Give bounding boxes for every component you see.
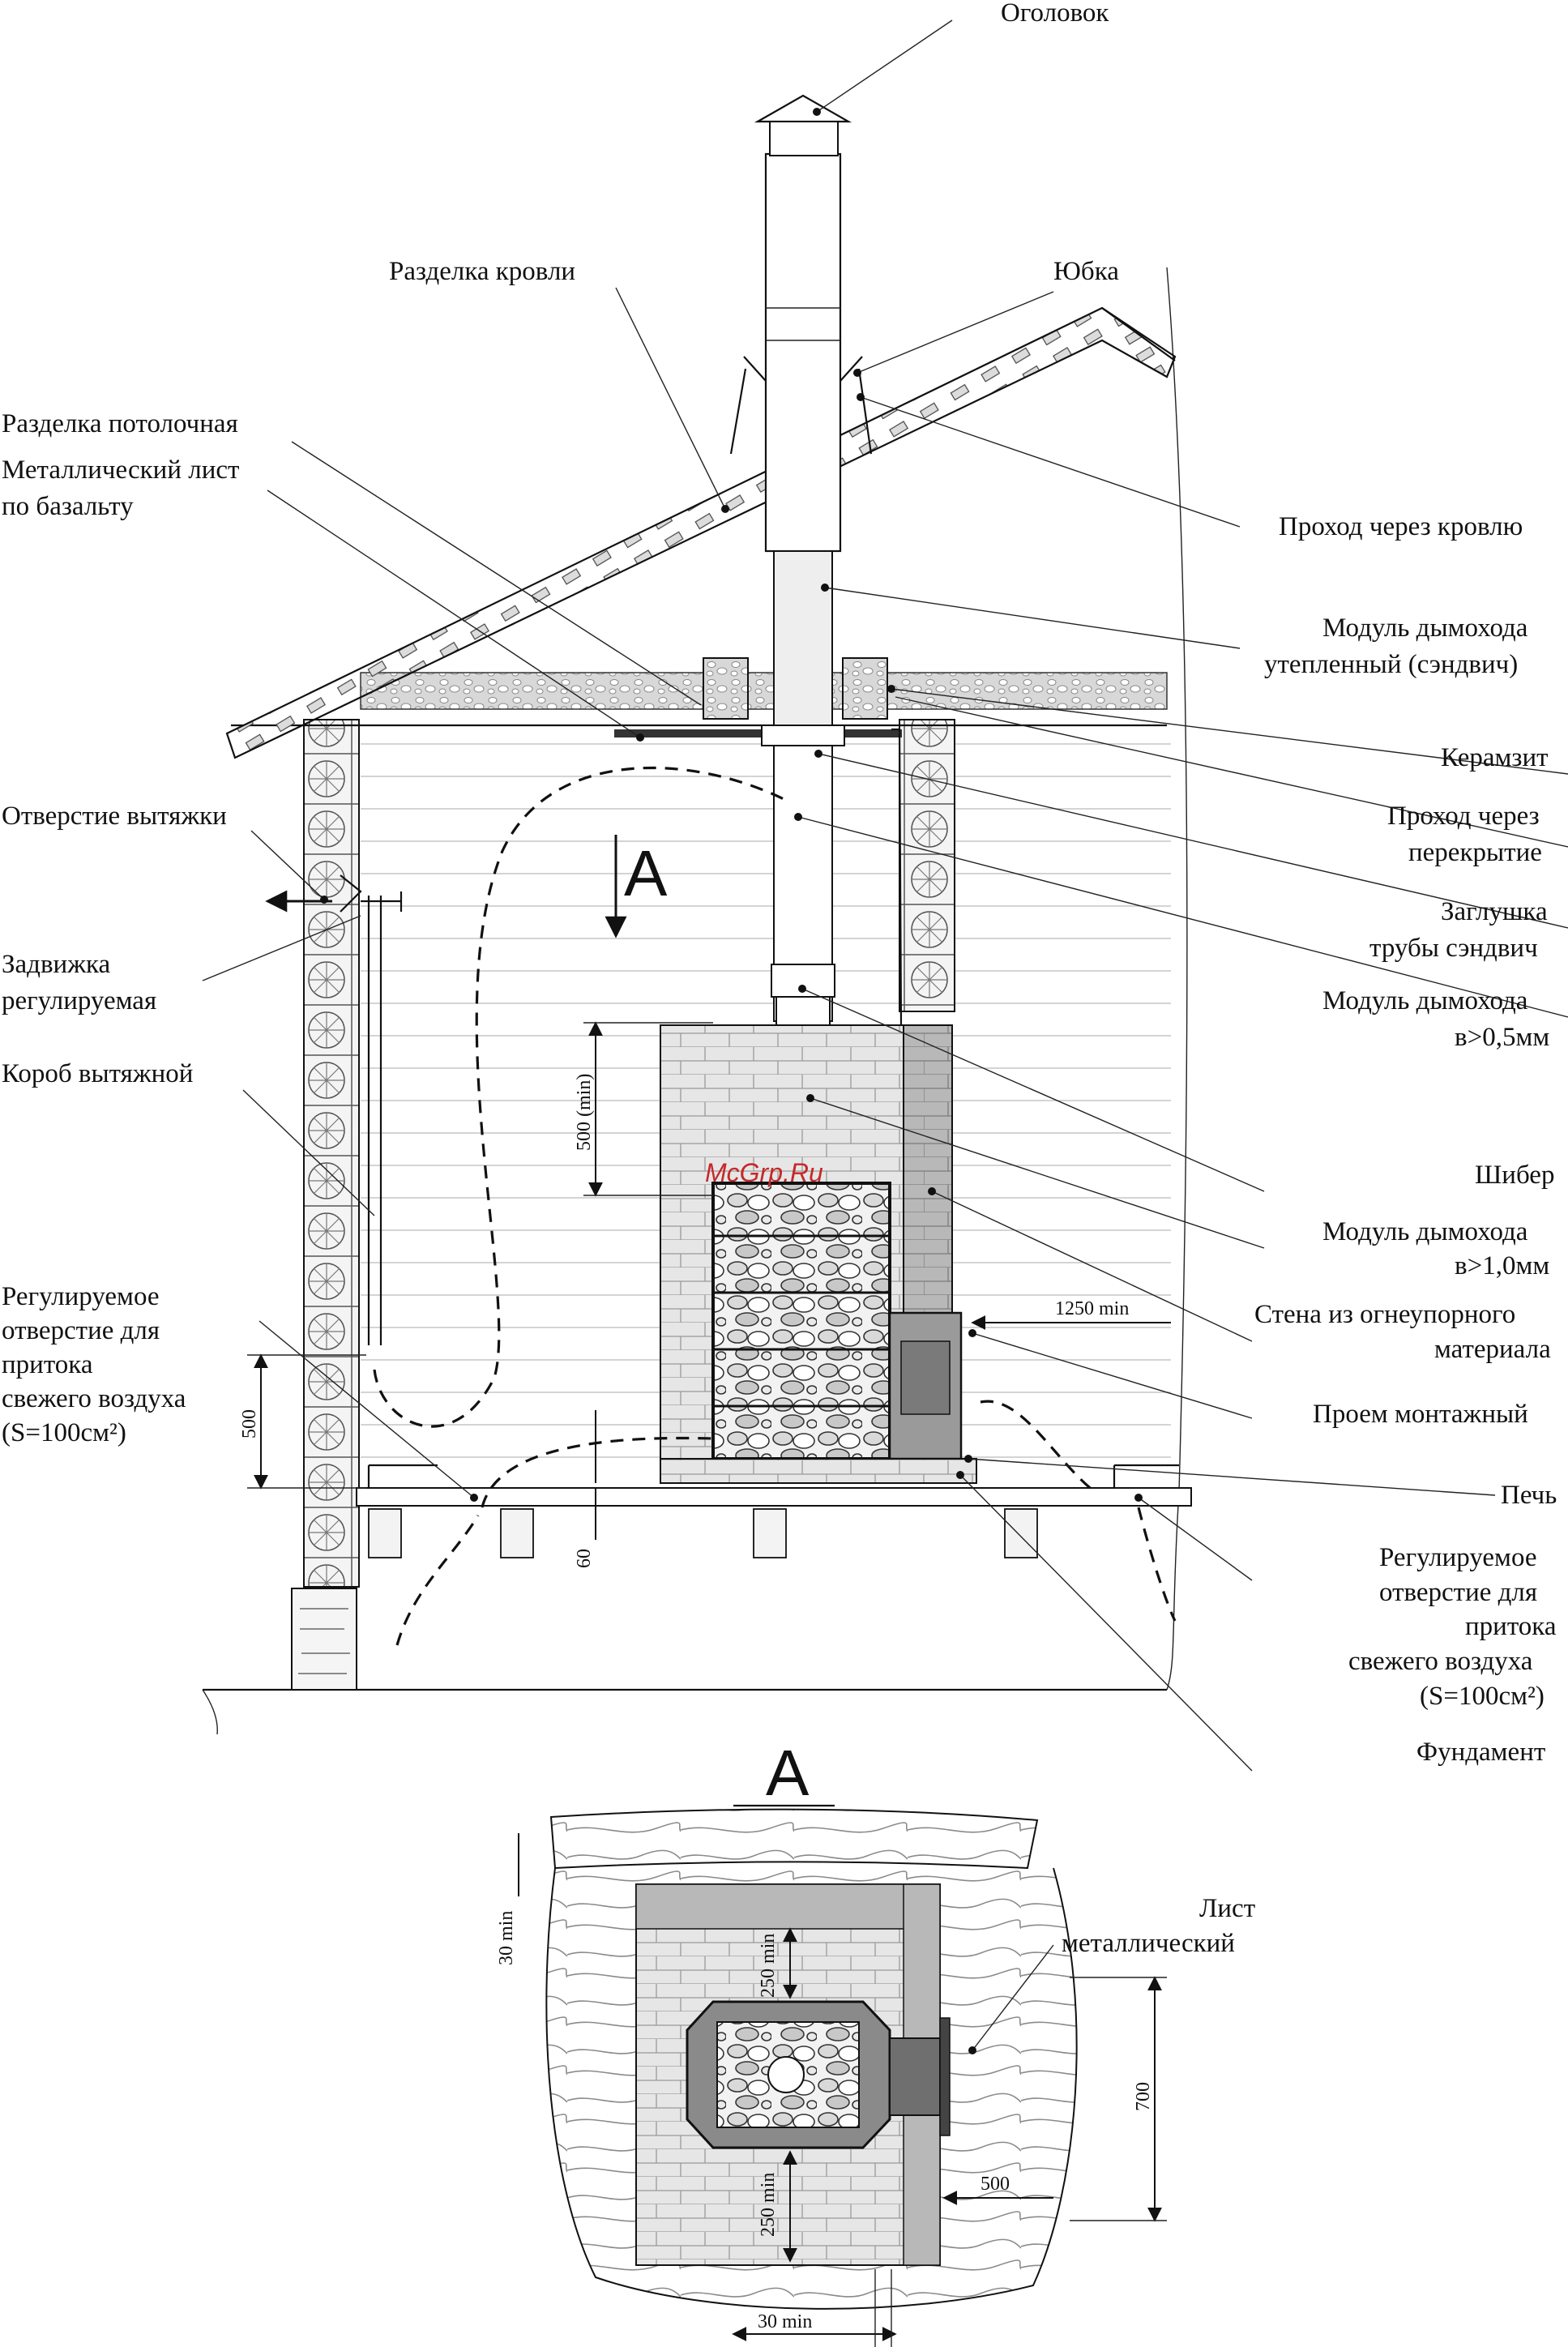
dim-1250: 1250 min	[1055, 1298, 1129, 1319]
chimney-insulated-lower	[773, 550, 833, 726]
airflow-floor-left	[481, 1436, 714, 1508]
extract-valve	[340, 874, 403, 913]
dim-500-plan: 500	[981, 2174, 1010, 2195]
ceiling-pass-box-right	[842, 657, 888, 720]
label-razdelka-potolochnaya: Разделка потолочная	[2, 409, 238, 438]
label-prohod-krovlyu: Проход через кровлю	[1279, 512, 1523, 541]
label-list-metall-2: металлический	[1062, 1929, 1235, 1958]
label-korob: Короб вытяжной	[2, 1059, 193, 1088]
label-modul-05-1: Модуль дымохода	[1322, 986, 1528, 1015]
ceiling-metal-sheet	[614, 729, 902, 737]
plan-leader	[972, 1944, 1054, 2051]
labels: Оголовок Разделка кровли Юбка Разделка п…	[2, 0, 1557, 1958]
chimney-sandwich	[764, 152, 842, 553]
plan-view-a: A 30 min 250 min 250 min 700 500 30 min	[496, 1737, 1167, 2347]
plan-firebox	[889, 2037, 941, 2116]
elevation-section: A 500 (min) 500 60 1250 min McGrp.Ru	[202, 19, 1568, 1772]
label-stena-2: материала	[1434, 1335, 1551, 1364]
plan-title: A	[766, 1737, 810, 1809]
airflow-under-left	[395, 1515, 480, 1646]
roof-ridge	[1101, 307, 1176, 361]
label-ogolovok: Оголовок	[1001, 0, 1109, 28]
label-stena-1: Стена из огнеупорного	[1254, 1300, 1515, 1329]
dim-250-bottom: 250 min	[758, 2173, 779, 2237]
airflow-under-right	[1137, 1507, 1177, 1622]
left-wall-blocks	[303, 719, 360, 1588]
label-regul-right-2: отверстие для	[1379, 1578, 1537, 1607]
label-yubka: Юбка	[1053, 257, 1119, 286]
foundation-pillar	[291, 1588, 357, 1691]
joist-3	[753, 1508, 787, 1558]
ceiling-pass-box-left	[703, 657, 749, 720]
label-prohod-perekrytie-2: перекрытие	[1408, 838, 1542, 867]
label-zadvizhka-1: Задвижка	[2, 950, 111, 979]
label-fundament: Фундамент	[1416, 1738, 1545, 1767]
label-modul-uteplenny-1: Модуль дымохода	[1322, 613, 1528, 643]
section-arrow-letter: A	[624, 837, 668, 909]
watermark: McGrp.Ru	[705, 1158, 823, 1187]
plan-chimney-hole	[767, 2056, 805, 2093]
label-zaglushka-2: трубы сэндвич	[1369, 934, 1538, 963]
label-pech: Печь	[1501, 1481, 1557, 1510]
dim-250-top: 250 min	[758, 1934, 779, 1998]
label-modul-10-2: в>1,0мм	[1455, 1251, 1549, 1280]
floor-boards	[356, 1487, 1192, 1507]
joist-2	[500, 1508, 534, 1558]
ceiling-keramzit	[360, 672, 1168, 710]
right-wall-blocks	[899, 719, 955, 1012]
plan-metal-sheet	[939, 2017, 951, 2136]
label-metall-list-1: Металлический лист	[2, 455, 239, 485]
dim-500: 500	[239, 1409, 260, 1439]
label-keramzit: Керамзит	[1441, 743, 1549, 772]
label-regul-right-4: свежего воздуха	[1348, 1647, 1533, 1676]
label-regul-left-1: Регулируемое	[2, 1282, 160, 1311]
roof-skirt	[743, 356, 863, 382]
label-regul-left-3: притока	[2, 1350, 93, 1379]
label-otverstie-vytyazhki: Отверстие вытяжки	[2, 802, 227, 831]
label-regul-right-1: Регулируемое	[1379, 1543, 1537, 1572]
roof-pass-cone	[729, 368, 873, 455]
label-metall-list-2: по базальту	[2, 492, 134, 521]
label-zaglushka-1: Заглушка	[1441, 897, 1548, 926]
dim-700: 700	[1133, 2082, 1154, 2111]
label-prohod-perekrytie-1: Проход через	[1387, 802, 1540, 831]
extract-duct	[367, 896, 382, 1345]
label-modul-05-2: в>0,5мм	[1455, 1023, 1549, 1052]
label-regul-left-4: свежего воздуха	[2, 1384, 186, 1413]
ground-hatch	[202, 1689, 218, 1735]
leader-lines	[202, 19, 1568, 1772]
label-razdelka-krovli: Разделка кровли	[389, 257, 575, 286]
label-modul-uteplenny-2: утепленный (сэндвич)	[1264, 650, 1518, 679]
joist-1	[368, 1508, 402, 1558]
plan-wall-log	[549, 1808, 1039, 1870]
label-regul-left-5: (S=100см²)	[2, 1418, 126, 1447]
label-proem: Проем монтажный	[1313, 1400, 1528, 1429]
label-regul-right-5: (S=100см²)	[1420, 1682, 1545, 1711]
label-shiber: Шибер	[1475, 1161, 1554, 1190]
label-modul-10-1: Модуль дымохода	[1322, 1217, 1528, 1246]
dim-30-bottom: 30 min	[758, 2311, 812, 2332]
stove-stone-basket	[711, 1182, 891, 1460]
label-list-metall-1: Лист	[1199, 1894, 1255, 1923]
label-regul-right-3: притока	[1465, 1612, 1557, 1641]
stove-base-plate	[660, 1458, 977, 1484]
dim-60: 60	[574, 1549, 595, 1568]
airflow-left	[373, 767, 791, 1428]
airflow-floor-right	[980, 1400, 1096, 1493]
label-regul-left-2: отверстие для	[2, 1316, 160, 1345]
label-zadvizhka-2: регулируемая	[2, 986, 156, 1015]
dim-30-top: 30 min	[496, 1911, 517, 1965]
ceiling-pass-flange	[761, 725, 845, 746]
dim-500-min: 500 (min)	[574, 1074, 595, 1151]
joist-4	[1004, 1508, 1038, 1558]
